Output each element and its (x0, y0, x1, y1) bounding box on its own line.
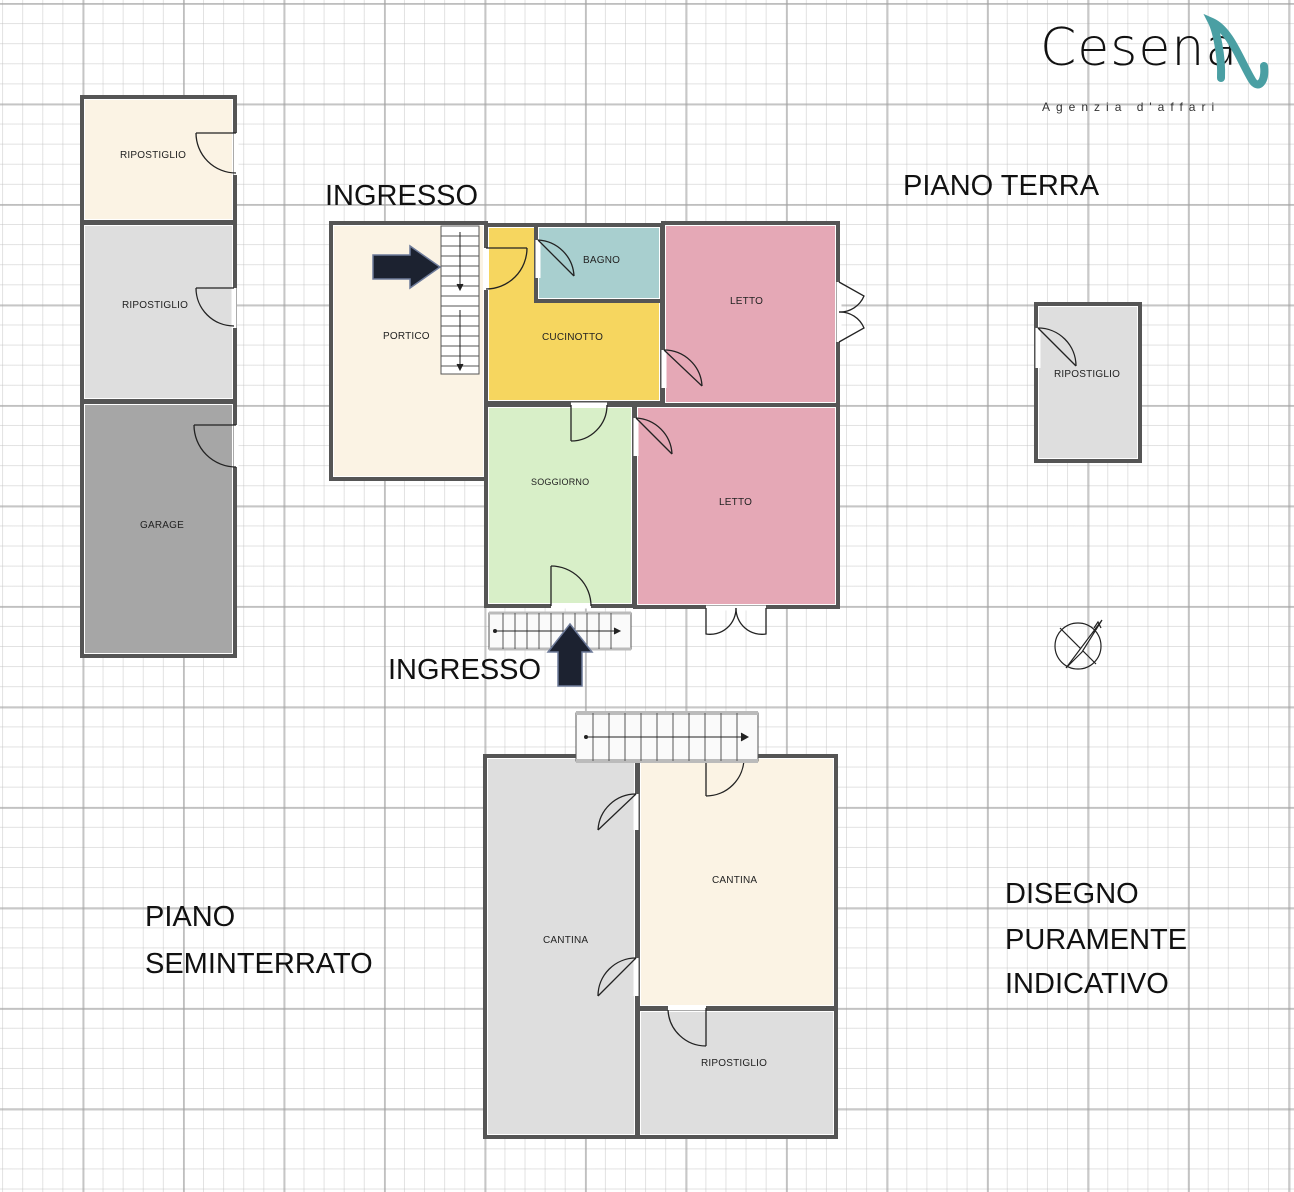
label-soggiorno: SOGGIORNO (531, 477, 590, 487)
door-icon (705, 755, 745, 797)
label-cantina-1: CANTINA (543, 935, 589, 946)
label-ingresso-bottom: INGRESSO (388, 654, 542, 686)
stairs-icon (575, 711, 759, 763)
room-ripostiglio-2 (81, 222, 236, 402)
room-garage (81, 401, 236, 657)
room-bagno (535, 224, 663, 302)
label-disclaimer-1: DISEGNO (1005, 878, 1139, 910)
door-icon (550, 565, 592, 609)
label-cucinotto: CUCINOTTO (542, 332, 604, 343)
label-disclaimer-2: PURAMENTE (1005, 924, 1188, 956)
door-icon (570, 402, 608, 442)
label-letto-1: LETTO (730, 296, 764, 307)
door-icon (667, 1005, 707, 1047)
room-cantina-2 (637, 755, 837, 1009)
door-icon (597, 793, 639, 831)
brand-logo: Cesena Agenzia d'affari (1036, 18, 1272, 120)
label-ripostiglio-2: RIPOSTIGLIO (122, 300, 189, 311)
label-ingresso-top: INGRESSO (325, 180, 479, 212)
room-soggiorno (485, 404, 635, 607)
label-cantina-2: CANTINA (712, 875, 758, 886)
door-icon (193, 424, 239, 468)
label-ripostiglio-4: RIPOSTIGLIO (701, 1058, 768, 1069)
label-ripostiglio-1: RIPOSTIGLIO (120, 150, 187, 161)
door-icon (195, 287, 237, 328)
door-icon (483, 247, 528, 290)
arrow-right-icon (372, 244, 442, 290)
label-ripostiglio-3: RIPOSTIGLIO (1054, 369, 1121, 380)
label-portico: PORTICO (383, 331, 430, 342)
arrow-up-icon (546, 622, 594, 687)
label-bagno: BAGNO (583, 255, 621, 266)
room-ripostiglio-4 (637, 1008, 837, 1138)
label-disclaimer-3: INDICATIVO (1005, 968, 1169, 1000)
door-icon (633, 417, 673, 456)
label-garage: GARAGE (140, 520, 184, 531)
door-icon (195, 132, 239, 175)
door-icon (597, 957, 639, 997)
logo-swoosh-icon (1203, 13, 1269, 89)
room-ripostiglio-1 (81, 96, 236, 223)
label-piano-seminterrato-2: SEMINTERRATO (145, 948, 373, 980)
window-icon (705, 605, 767, 635)
brand-name: Cesena (1040, 18, 1239, 78)
label-letto-2: LETTO (719, 497, 753, 508)
label-piano-terra: PIANO TERRA (903, 170, 1100, 202)
brand-tagline: Agenzia d'affari (1042, 100, 1221, 114)
door-icon (535, 239, 575, 278)
door-icon (1035, 327, 1077, 368)
window-icon (836, 281, 865, 343)
room-ripostiglio-3 (1035, 303, 1141, 462)
label-piano-seminterrato-1: PIANO (145, 901, 236, 933)
stairs-icon (440, 225, 480, 375)
door-icon (661, 349, 703, 388)
compass-icon (1054, 619, 1103, 670)
room-cantina-1 (484, 755, 638, 1138)
